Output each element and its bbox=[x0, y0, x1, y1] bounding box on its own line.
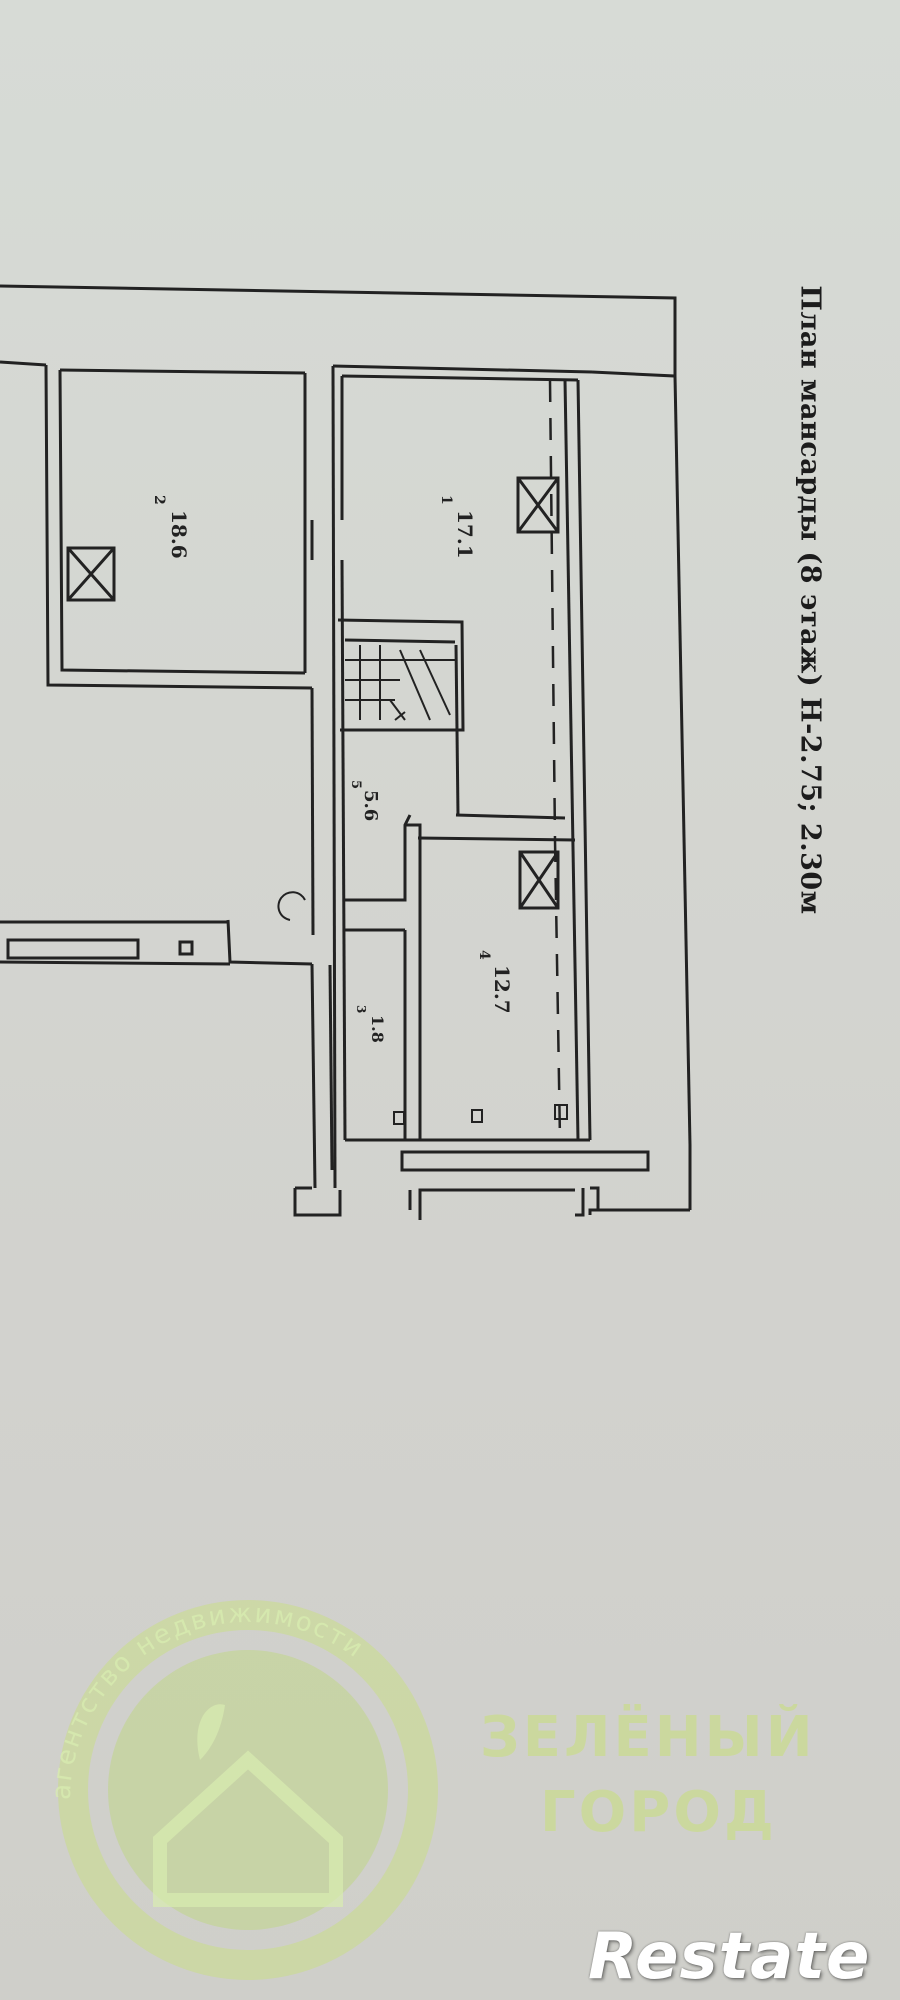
outlets bbox=[277, 891, 568, 1125]
room-number-label: 4 bbox=[476, 950, 492, 960]
room-number-label: 5 bbox=[348, 780, 363, 789]
walls bbox=[0, 284, 692, 1220]
room-area-label: 18.6 bbox=[167, 510, 191, 559]
dashed-lines bbox=[548, 379, 562, 1141]
room-area-label: 17.1 bbox=[453, 510, 477, 559]
restate-logo: Restate bbox=[588, 1920, 871, 1994]
room-number-label: 1 bbox=[438, 495, 454, 505]
watermark-logo: агентство недвижимости bbox=[47, 1599, 438, 1980]
room-area-label: 5.6 bbox=[360, 790, 381, 821]
vent-shafts bbox=[66, 476, 560, 910]
watermark-brand-line2: ГОРОД bbox=[540, 1780, 777, 1845]
staircase bbox=[345, 645, 455, 721]
room-number-label: 3 bbox=[354, 1005, 368, 1013]
room-number-label: 2 bbox=[151, 495, 167, 505]
room-labels: 18.6 2 17.1 1 5.6 5 1.8 3 12.7 4 bbox=[151, 495, 514, 1043]
room-area-label: 12.7 bbox=[490, 965, 514, 1014]
room-area-label: 1.8 bbox=[368, 1015, 387, 1043]
watermark-brand-line1: ЗЕЛЁНЫЙ bbox=[480, 1705, 816, 1770]
plan-title: План мансарды (8 этаж) Н-2.75; 2.30м bbox=[794, 285, 826, 915]
bottom-rail bbox=[6, 938, 650, 1172]
